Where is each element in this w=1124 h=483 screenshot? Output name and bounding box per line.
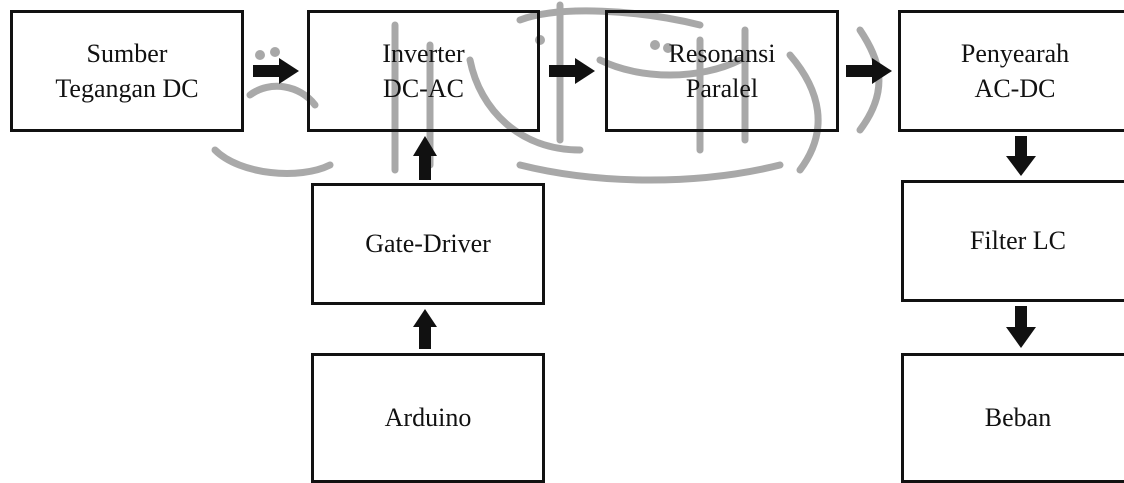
arrow-right-inverter-to-resonansi	[549, 58, 595, 84]
beban-label: Beban	[984, 403, 1052, 433]
beban-block: Beban	[901, 353, 1124, 483]
penyearah-label-line1: Penyearah	[960, 38, 1070, 68]
inverter-dc-ac-block: Inverter DC-AC	[307, 10, 540, 132]
resonansi-label-line1: Resonansi	[668, 38, 776, 68]
penyearah-ac-dc-block: Penyearah AC-DC	[898, 10, 1124, 132]
arrow-down-filter-to-beban	[1006, 306, 1036, 348]
arrow-up-gate-driver-to-inverter	[413, 136, 437, 180]
resonansi-paralel-block: Resonansi Paralel	[605, 10, 839, 132]
gate-driver-block: Gate-Driver	[311, 183, 545, 305]
sumber-label-line2: Tegangan DC	[55, 74, 199, 103]
arrow-right-resonansi-to-penyearah	[846, 58, 892, 84]
resonansi-label-line2: Paralel	[685, 74, 759, 103]
arrow-down-penyearah-to-filter	[1006, 136, 1036, 176]
gate-driver-label: Gate-Driver	[365, 229, 491, 259]
arduino-block: Arduino	[311, 353, 545, 483]
arrow-up-arduino-to-gate-driver	[413, 309, 437, 349]
arrow-right-sumber-to-inverter	[253, 58, 299, 84]
arduino-label: Arduino	[384, 403, 472, 433]
filter-lc-label: Filter LC	[969, 226, 1067, 256]
inverter-label-line1: Inverter	[382, 38, 465, 68]
filter-lc-block: Filter LC	[901, 180, 1124, 302]
penyearah-label-line2: AC-DC	[974, 74, 1056, 103]
inverter-label-line2: DC-AC	[383, 74, 464, 103]
sumber-label-line1: Sumber	[86, 38, 168, 68]
sumber-tegangan-dc-block: Sumber Tegangan DC	[10, 10, 244, 132]
